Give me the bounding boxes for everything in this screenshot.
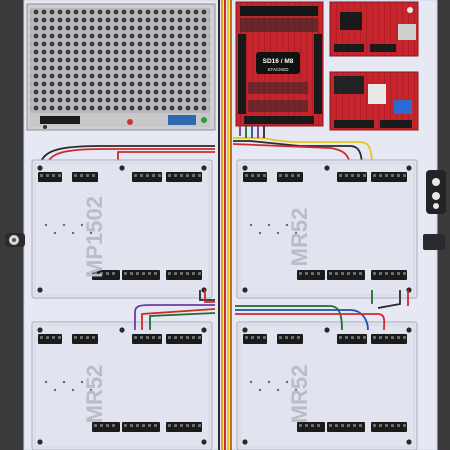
board-badge-subtitle: STACKED — [268, 67, 290, 72]
module-top-right: MR52 — [236, 159, 418, 299]
left-hinge-icon — [5, 233, 25, 247]
module-label: MR52 — [287, 365, 312, 424]
module-bottom-left: MR52 — [31, 321, 213, 450]
module-label: MP1502 — [82, 196, 107, 278]
sd16-m8-board: SD16 / M8 STACKED — [235, 1, 324, 127]
interface-board-top — [329, 1, 419, 57]
tamper-switch-icon — [423, 170, 446, 250]
power-supply-unit — [26, 3, 216, 131]
module-bottom-right: MR52 — [236, 321, 418, 450]
relay-board — [329, 71, 419, 131]
module-label: MR52 — [287, 208, 312, 267]
module-label: MR52 — [82, 365, 107, 424]
central-wire-bundle — [218, 0, 232, 450]
board-badge-title: SD16 / M8 — [263, 58, 294, 65]
module-top-left: MP1502 — [31, 159, 213, 299]
middle-wiring-harness — [134, 290, 409, 331]
